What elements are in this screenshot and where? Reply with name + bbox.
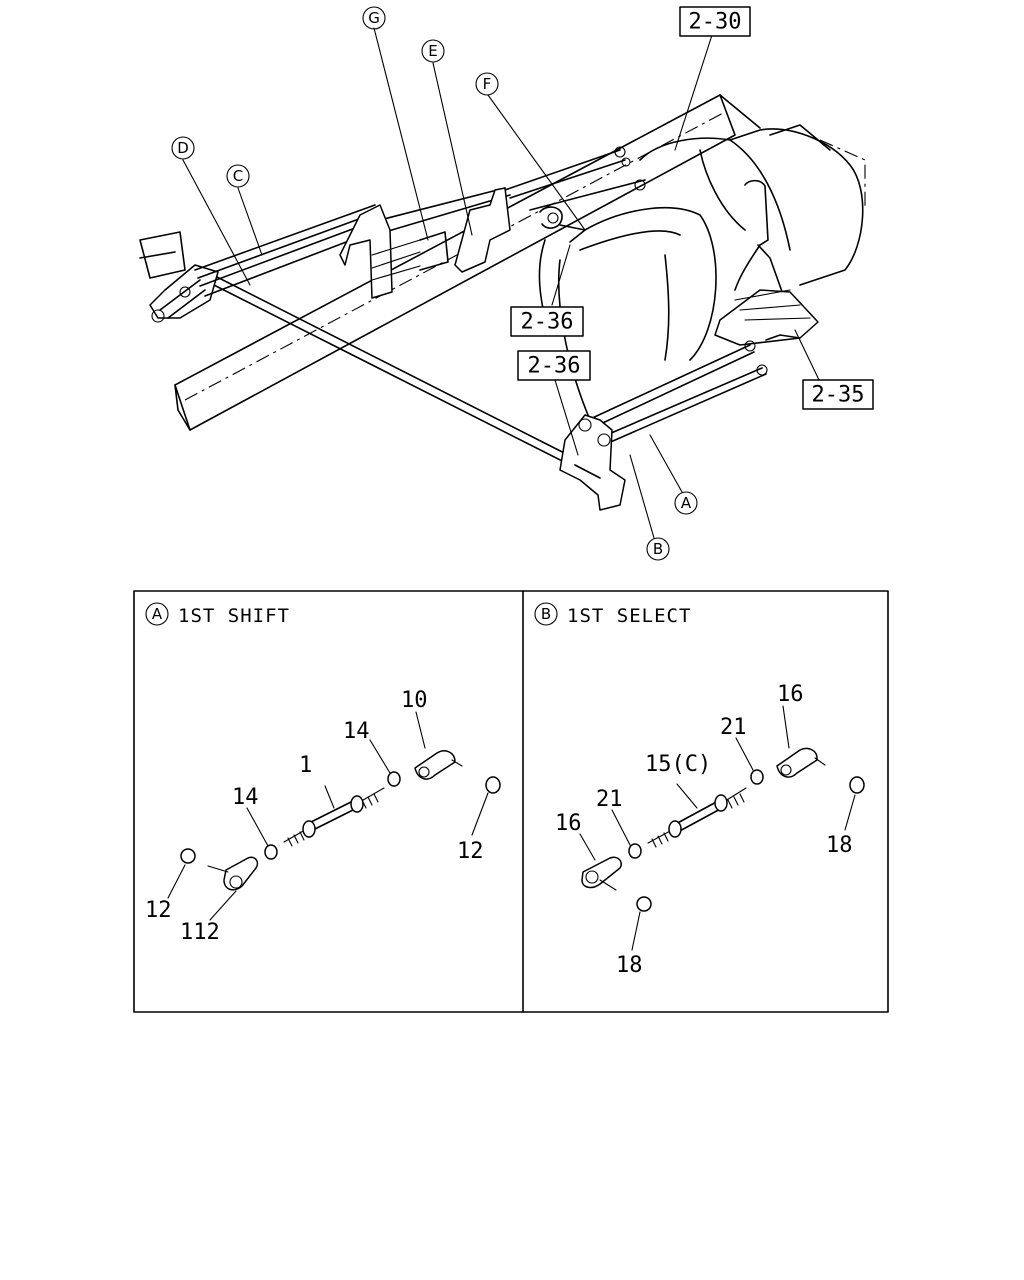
part-label-16-left: 16 bbox=[555, 811, 582, 836]
svg-text:2-36: 2-36 bbox=[528, 354, 581, 379]
svg-text:E: E bbox=[428, 42, 437, 60]
callout-f: F bbox=[475, 72, 499, 96]
svg-text:C: C bbox=[233, 167, 243, 185]
part-label-16-right: 16 bbox=[777, 682, 804, 707]
panel-a-title: 1ST SHIFT bbox=[178, 605, 290, 627]
ref-box-2-30: 2-30 bbox=[679, 6, 751, 37]
panel-b-title: 1ST SELECT bbox=[567, 605, 691, 627]
part-label-14-upper: 14 bbox=[343, 719, 370, 744]
leader-lines bbox=[182, 27, 821, 539]
callout-b: B bbox=[646, 537, 670, 561]
callout-a: A bbox=[674, 491, 698, 515]
svg-text:2-30: 2-30 bbox=[689, 10, 742, 35]
part-label-112: 112 bbox=[180, 920, 220, 945]
ref-box-2-35: 2-35 bbox=[802, 379, 874, 410]
svg-text:A: A bbox=[681, 494, 692, 512]
detail-panels-frame bbox=[133, 590, 889, 1013]
part-label-21-upper: 21 bbox=[720, 715, 747, 740]
assembly-illustration bbox=[139, 94, 866, 511]
part-label-12-right: 12 bbox=[457, 839, 484, 864]
svg-text:G: G bbox=[368, 9, 380, 27]
svg-text:2-35: 2-35 bbox=[812, 383, 865, 408]
ref-box-2-36-top: 2-36 bbox=[510, 306, 584, 337]
callout-c: C bbox=[226, 164, 250, 188]
svg-text:B: B bbox=[653, 540, 663, 558]
svg-text:F: F bbox=[483, 75, 492, 93]
part-label-15c: 15(C) bbox=[645, 752, 711, 777]
panel-a-letter: A bbox=[152, 605, 163, 623]
part-label-12-left: 12 bbox=[145, 898, 172, 923]
callout-d: D bbox=[171, 136, 195, 160]
callout-g: G bbox=[362, 6, 386, 30]
part-label-21-lower: 21 bbox=[596, 787, 623, 812]
ref-box-2-36-bottom: 2-36 bbox=[517, 350, 591, 381]
panel-b-letter: B bbox=[541, 605, 551, 623]
part-label-14-lower: 14 bbox=[232, 785, 259, 810]
svg-text:D: D bbox=[177, 139, 189, 157]
part-label-1: 1 bbox=[299, 753, 312, 778]
svg-text:2-36: 2-36 bbox=[521, 310, 574, 335]
callout-e: E bbox=[421, 39, 445, 63]
panel-a-1st-shift: A 1ST SHIFT 1 14 10 14 bbox=[145, 602, 501, 945]
part-label-18-lower: 18 bbox=[616, 953, 643, 978]
part-label-18-right: 18 bbox=[826, 833, 853, 858]
part-label-10: 10 bbox=[401, 688, 428, 713]
panel-b-1st-select: B 1ST SELECT 15(C) 21 21 16 16 bbox=[534, 602, 865, 978]
